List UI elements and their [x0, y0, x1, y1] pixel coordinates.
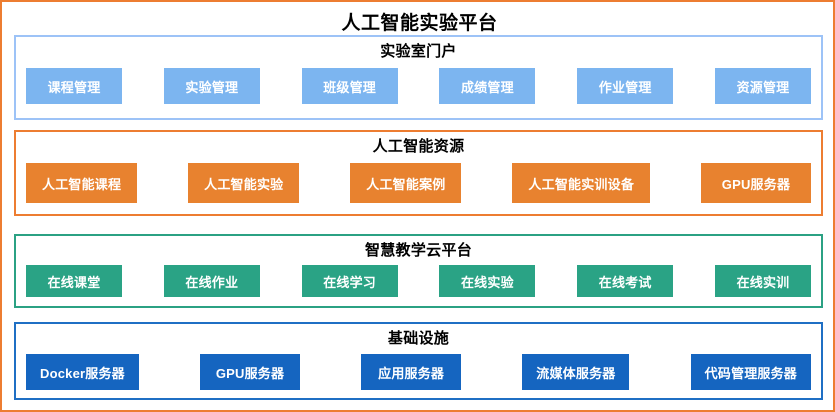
- chip-ai-cases[interactable]: 人工智能案例: [350, 163, 462, 203]
- chip-class-management[interactable]: 班级管理: [301, 68, 398, 104]
- chip-gpu-server-resources[interactable]: GPU服务器: [700, 163, 811, 203]
- chip-row-smart-teaching-cloud: 在线课堂 在线作业 在线学习 在线实验 在线考试 在线实训: [16, 265, 821, 297]
- layer-lab-portal: 实验室门户 课程管理 实验管理 班级管理 成绩管理 作业管理 资源管理: [14, 35, 823, 120]
- chip-homework-management[interactable]: 作业管理: [577, 68, 674, 104]
- layer-title-ai-resources: 人工智能资源: [372, 138, 465, 155]
- chip-experiment-management[interactable]: 实验管理: [163, 68, 260, 104]
- layer-title-lab-portal: 实验室门户: [380, 43, 457, 60]
- chip-ai-training-equipment[interactable]: 人工智能实训设备: [512, 163, 651, 203]
- chip-ai-experiments[interactable]: 人工智能实验: [188, 163, 300, 203]
- chip-row-infrastructure: Docker服务器 GPU服务器 应用服务器 流媒体服务器 代码管理服务器: [16, 354, 821, 390]
- chip-online-learning[interactable]: 在线学习: [301, 265, 398, 297]
- chip-application-server[interactable]: 应用服务器: [361, 354, 462, 390]
- layer-infrastructure: 基础设施 Docker服务器 GPU服务器 应用服务器 流媒体服务器 代码管理服…: [14, 322, 823, 400]
- chip-streaming-media-server[interactable]: 流媒体服务器: [522, 354, 630, 390]
- chip-online-training[interactable]: 在线实训: [714, 265, 811, 297]
- chip-docker-server[interactable]: Docker服务器: [26, 354, 139, 390]
- page-title: 人工智能实验平台: [341, 13, 498, 34]
- chip-grade-management[interactable]: 成绩管理: [439, 68, 536, 104]
- chip-online-experiment[interactable]: 在线实验: [439, 265, 536, 297]
- chip-code-management-server[interactable]: 代码管理服务器: [690, 354, 811, 390]
- chip-online-homework[interactable]: 在线作业: [163, 265, 260, 297]
- chip-resource-management[interactable]: 资源管理: [714, 68, 811, 104]
- layer-ai-resources: 人工智能资源 人工智能课程 人工智能实验 人工智能案例 人工智能实训设备 GPU…: [14, 130, 823, 216]
- chip-course-management[interactable]: 课程管理: [26, 68, 122, 104]
- chip-online-exam[interactable]: 在线考试: [577, 265, 674, 297]
- chip-row-lab-portal: 课程管理 实验管理 班级管理 成绩管理 作业管理 资源管理: [16, 68, 821, 104]
- chip-gpu-server[interactable]: GPU服务器: [200, 354, 301, 390]
- chip-online-classroom[interactable]: 在线课堂: [26, 265, 122, 297]
- chip-row-ai-resources: 人工智能课程 人工智能实验 人工智能案例 人工智能实训设备 GPU服务器: [16, 163, 821, 203]
- chip-ai-courses[interactable]: 人工智能课程: [26, 163, 138, 203]
- layer-smart-teaching-cloud: 智慧教学云平台 在线课堂 在线作业 在线学习 在线实验 在线考试 在线实训: [14, 234, 823, 308]
- layer-title-smart-teaching-cloud: 智慧教学云平台: [364, 242, 473, 259]
- layer-title-infrastructure: 基础设施: [387, 330, 450, 347]
